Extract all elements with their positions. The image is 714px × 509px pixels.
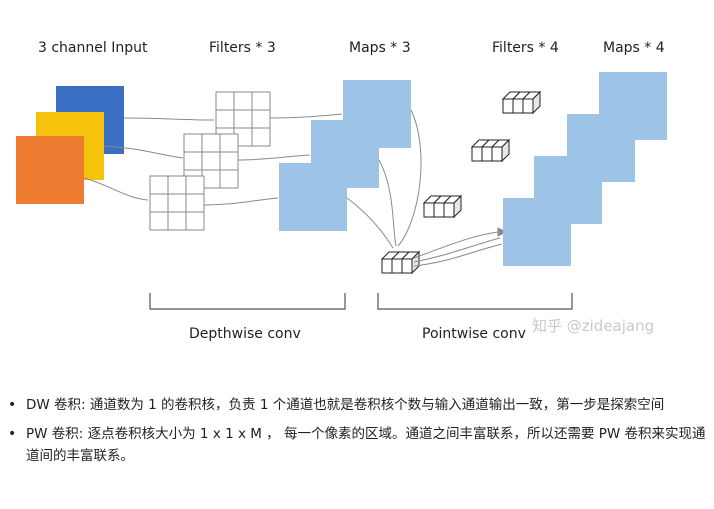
note-pw-prefix: PW 卷积:	[26, 426, 88, 442]
pointwise-filter-cube-3	[422, 194, 463, 219]
note-dw-text: 通道数为 1 的卷积核，负责 1 个通道也就是卷积核个数与输入通道输出一致，第一…	[89, 397, 665, 413]
watermark: 知乎 @zideajang	[532, 317, 654, 335]
pointwise-to-map-arrows	[413, 227, 508, 267]
depthwise-separable-conv-diagram: 3 channel Input Filters * 3 Maps * 3 Fil…	[16, 40, 667, 342]
input-to-filter-arrows	[83, 117, 215, 201]
bullet-icon: •	[8, 397, 17, 413]
bullet-icon: •	[8, 426, 17, 442]
pointwise-bracket	[377, 293, 573, 310]
diagram-canvas: 3 channel Input Filters * 3 Maps * 3 Fil…	[16, 40, 667, 342]
depthwise-filter-1	[149, 175, 205, 231]
note-dw-prefix: DW 卷积:	[26, 397, 90, 413]
filter-to-map-arrows	[203, 113, 343, 206]
pointwise-filters	[380, 90, 542, 275]
note-pw-text: 逐点卷积核大小为 1 x 1 x M ， 每一个像素的区域。通道之间丰富联系，所…	[26, 426, 706, 464]
label-pointwise-conv: Pointwise conv	[422, 326, 526, 342]
pointwise-filter-cube-4	[380, 250, 421, 275]
pointwise-filter-cube-2	[470, 138, 511, 163]
note-pw: • PW 卷积: 逐点卷积核大小为 1 x 1 x M ， 每一个像素的区域。通…	[0, 423, 714, 467]
note-dw: • DW 卷积: 通道数为 1 的卷积核，负责 1 个通道也就是卷积核个数与输入…	[0, 394, 714, 416]
pointwise-map-1	[503, 198, 571, 266]
pointwise-filter-cube-1	[501, 90, 542, 115]
map-to-pointwise-arrows	[346, 109, 422, 249]
input-channel-red	[16, 136, 84, 204]
label-maps-3: Maps * 3	[349, 40, 411, 56]
label-filters-4: Filters * 4	[492, 40, 559, 56]
notes-list: • DW 卷积: 通道数为 1 的卷积核，负责 1 个通道也就是卷积核个数与输入…	[0, 394, 714, 506]
label-input: 3 channel Input	[38, 40, 148, 56]
label-maps-4: Maps * 4	[603, 40, 665, 56]
label-filters-3: Filters * 3	[209, 40, 276, 56]
label-depthwise-conv: Depthwise conv	[189, 326, 301, 342]
depthwise-map-1	[279, 163, 347, 231]
depthwise-bracket	[149, 293, 346, 310]
